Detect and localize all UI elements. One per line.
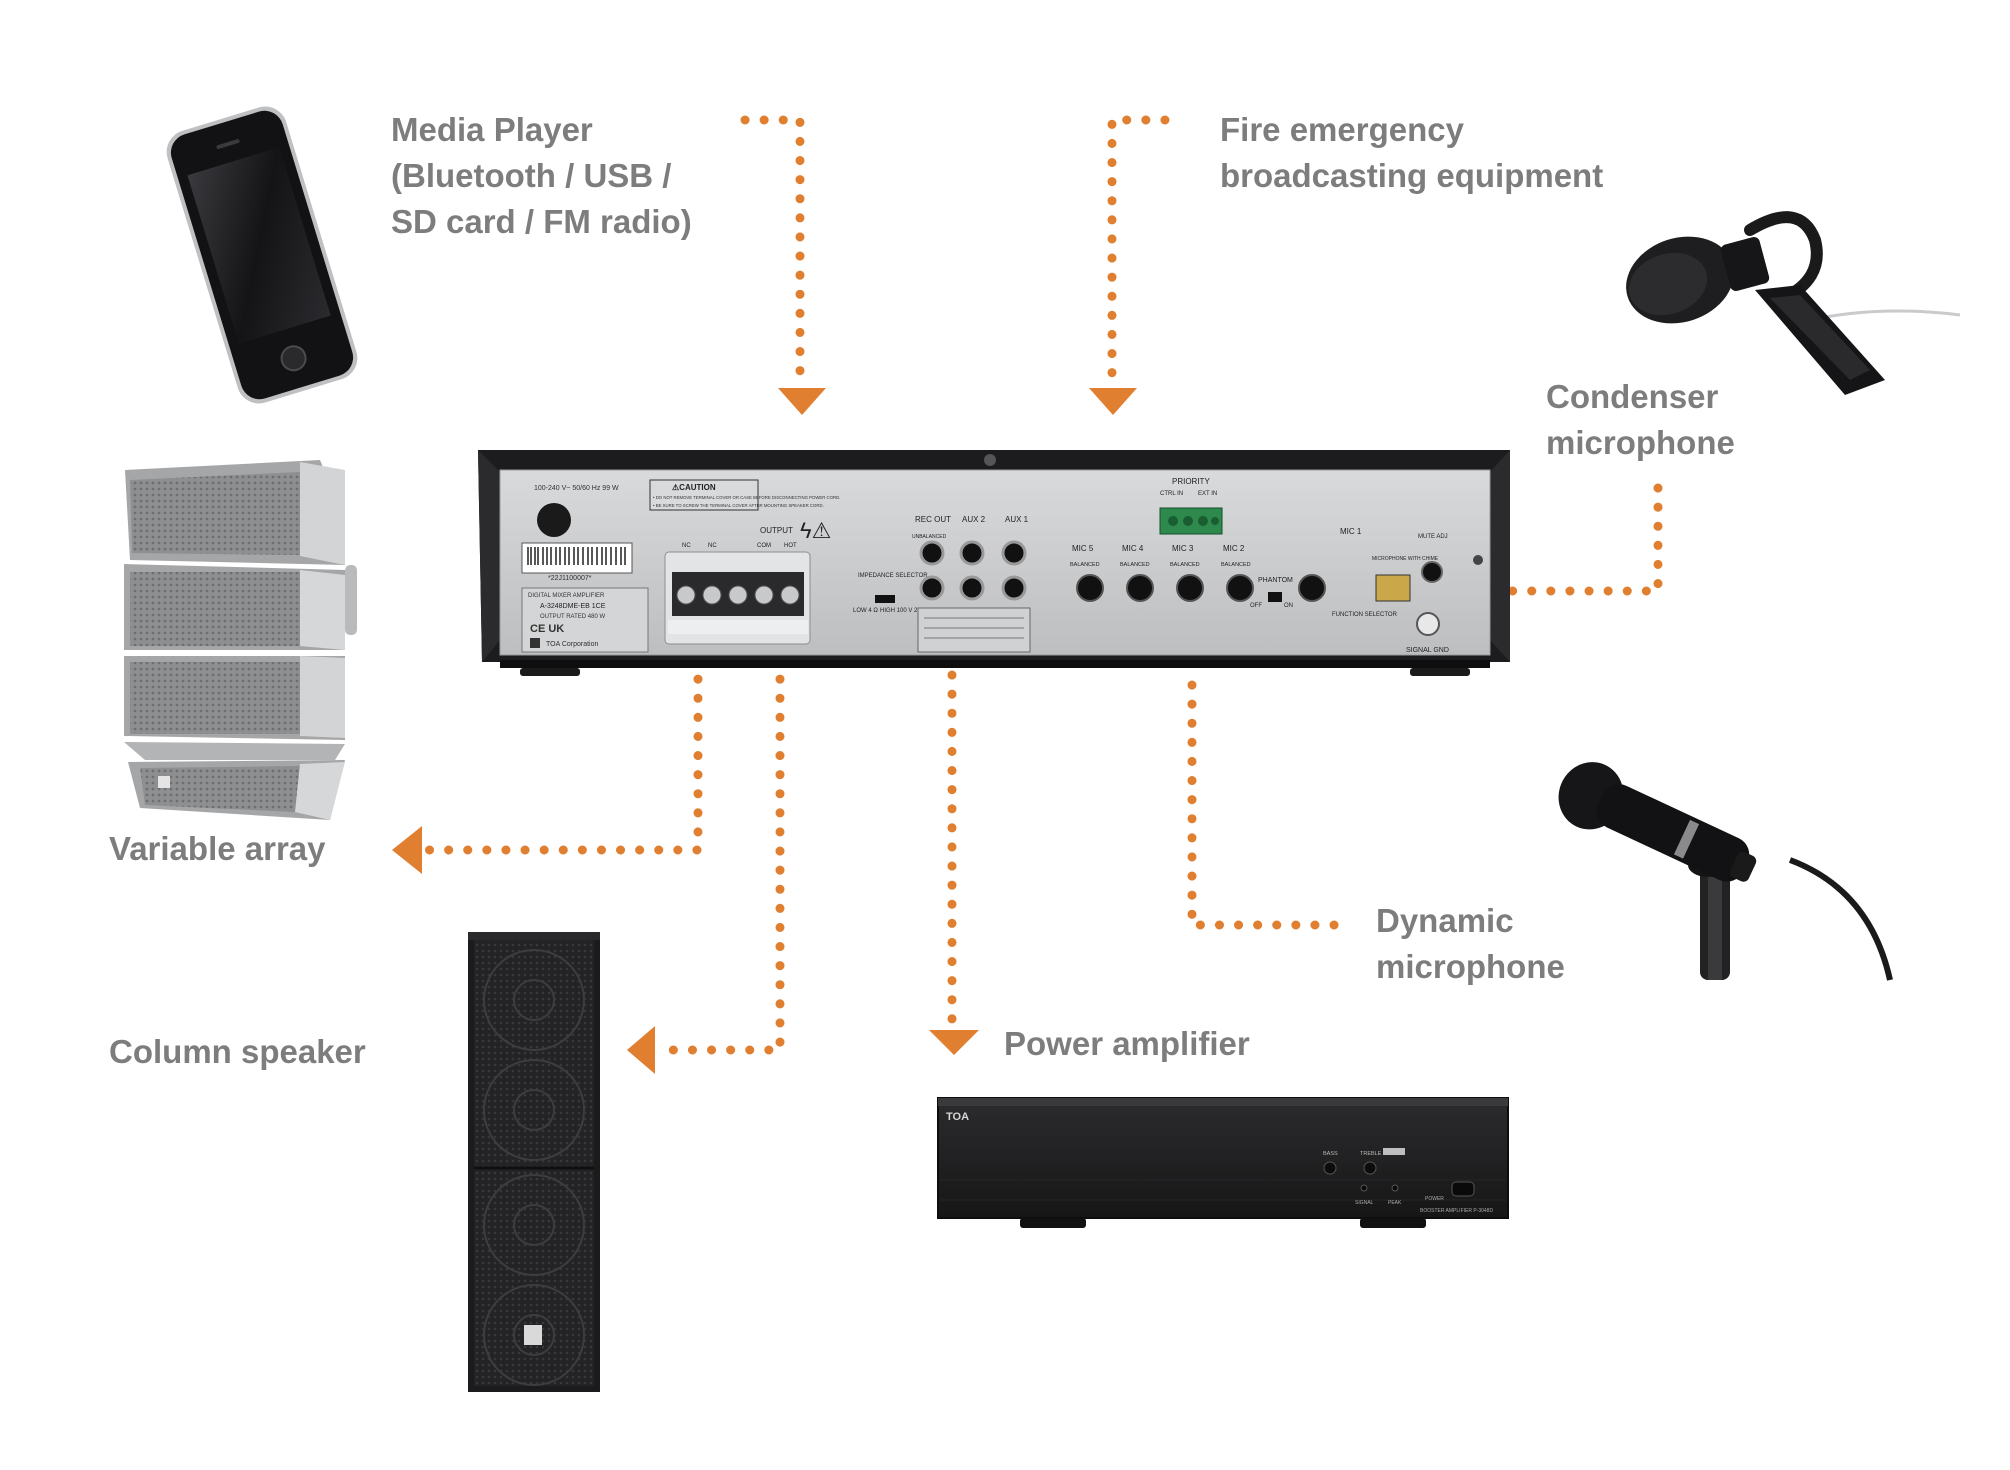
power-amp-signal-label: SIGNAL — [1355, 1200, 1374, 1206]
mixer-power-rating: 100-240 V~ 50/60 Hz 99 W — [534, 485, 619, 492]
dynamic-line-2: microphone — [1376, 948, 1565, 985]
variable-array-label: Variable array — [109, 826, 326, 872]
rca-jacks — [919, 540, 1027, 601]
function-selector-label: FUNCTION SELECTOR — [1332, 612, 1398, 618]
dynamic-microphone-icon — [1558, 762, 1893, 981]
media-player-connector — [740, 115, 805, 380]
mixer-output-rated: OUTPUT RATED 480 W — [540, 614, 605, 620]
impedance-low: LOW 4 Ω — [853, 608, 878, 614]
priority-label: PRIORITY — [1172, 477, 1210, 486]
mute-adj-label: MUTE ADJ — [1418, 534, 1448, 540]
variable-array-speaker-icon — [124, 460, 357, 820]
condenser-microphone-label: Condenser microphone — [1546, 374, 1735, 466]
power-amp-model: BOOSTER AMPLIFIER P-3048D — [1420, 1208, 1493, 1214]
power-amp-power-label: POWER — [1425, 1196, 1444, 1202]
mixer-model-type: DIGITAL MIXER AMPLIFIER — [528, 593, 605, 599]
column-speaker-label: Column speaker — [109, 1029, 366, 1075]
mic1-label: MIC 1 — [1340, 527, 1362, 536]
phantom-label: PHANTOM — [1258, 577, 1293, 584]
column-speaker-connector — [650, 655, 785, 1055]
column-speaker-line-1: Column speaker — [109, 1033, 366, 1070]
impedance-label: IMPEDANCE SELECTOR — [858, 573, 928, 579]
phantom-on: ON — [1284, 603, 1293, 609]
treble-knob — [1363, 1161, 1377, 1175]
power-amplifier-icon: TOA BASS TREBLE SIGNAL PEAK POWER BOOSTE… — [937, 1097, 1509, 1228]
connection-lines — [420, 115, 1663, 1055]
mixer-brand: TOA Corporation — [546, 641, 599, 648]
mic3-label: MIC 3 — [1172, 544, 1194, 553]
power-amplifier-line-1: Power amplifier — [1004, 1025, 1250, 1062]
balanced-label-3: BALANCED — [1170, 562, 1200, 568]
caution-line-2: • BE SURE TO SCREW THE TERMINAL COVER AF… — [653, 503, 824, 508]
signal-gnd-post — [1416, 612, 1440, 636]
barcode-number: *22J1100007* — [548, 575, 592, 582]
terminal-label-4: HOT — [784, 543, 797, 549]
condenser-microphone-icon — [1626, 211, 1961, 395]
terminal-label-2: NC — [708, 543, 717, 549]
ce-mark: CE UK — [530, 623, 564, 635]
mixer-model-name: A-3248DME-EB 1CE — [540, 603, 606, 610]
output-label: OUTPUT — [760, 526, 793, 535]
balanced-label-2: BALANCED — [1221, 562, 1251, 568]
mic-jacks — [1076, 574, 1326, 602]
smartphone-icon — [166, 106, 358, 404]
terminal-label-1: NC — [682, 543, 691, 549]
aux2-label: AUX 2 — [962, 515, 986, 524]
caution-title: ⚠CAUTION — [672, 483, 716, 492]
function-selector-switch — [1375, 574, 1411, 602]
phantom-off: OFF — [1250, 603, 1262, 609]
arrow-down-power-amp — [929, 1030, 979, 1055]
dynamic-line-1: Dynamic — [1376, 902, 1514, 939]
impedance-switch — [875, 595, 895, 603]
fire-emergency-connector — [1107, 115, 1170, 380]
variable-array-line-1: Variable array — [109, 830, 326, 867]
power-amp-bass-label: BASS — [1323, 1151, 1338, 1157]
balanced-label-5: BALANCED — [1070, 562, 1100, 568]
mic4-label: MIC 4 — [1122, 544, 1144, 553]
impedance-high: HIGH 100 V 21 Ω — [880, 608, 927, 614]
fire-emergency-label: Fire emergency broadcasting equipment — [1220, 107, 1603, 199]
caution-line-1: • DO NOT REMOVE TERMINAL COVER OR CASE B… — [653, 495, 840, 500]
media-player-line-1: Media Player — [391, 111, 593, 148]
media-player-line-2: (Bluetooth / USB / — [391, 157, 672, 194]
ext-in-label: EXT IN — [1198, 491, 1217, 497]
rec-out-label: REC OUT — [915, 515, 951, 524]
mic2-label: MIC 2 — [1223, 544, 1245, 553]
fire-emergency-line-2: broadcasting equipment — [1220, 157, 1604, 194]
condenser-line-1: Condenser — [1546, 378, 1719, 415]
condenser-mic-connector — [1370, 483, 1663, 596]
balanced-label-4: BALANCED — [1120, 562, 1150, 568]
fire-emergency-line-1: Fire emergency — [1220, 111, 1464, 148]
arrow-down-media — [778, 388, 826, 415]
mic-with-chime-label: MICROPHONE WITH CHIME — [1372, 556, 1439, 562]
power-amp-brand: TOA — [946, 1111, 969, 1123]
aux1-label: AUX 1 — [1005, 515, 1029, 524]
power-amplifier-label: Power amplifier — [1004, 1021, 1250, 1067]
dynamic-mic-connector — [1187, 680, 1353, 930]
bass-knob — [1323, 1161, 1337, 1175]
phantom-switch — [1268, 592, 1282, 602]
power-amp-peak-label: PEAK — [1388, 1200, 1402, 1206]
barcode — [527, 547, 626, 565]
arrow-down-fire — [1089, 388, 1137, 415]
power-amp-treble-label: TREBLE — [1360, 1151, 1382, 1157]
mixer-amplifier-icon: 100-240 V~ 50/60 Hz 99 W *22J1100007* DI… — [478, 450, 1510, 676]
column-speaker-icon — [468, 932, 600, 1392]
mute-adj-knob — [1421, 561, 1443, 583]
unbalanced-label: UNBALANCED — [912, 534, 947, 540]
variable-array-connector — [420, 655, 703, 855]
condenser-line-2: microphone — [1546, 424, 1735, 461]
media-player-line-3: SD card / FM radio) — [391, 203, 692, 240]
media-player-label: Media Player (Bluetooth / USB / SD card … — [391, 107, 692, 245]
power-amp-power-switch — [1451, 1181, 1475, 1197]
high-voltage-symbol: ϟ⚠ — [800, 518, 831, 543]
ctrl-in-label: CTRL IN — [1160, 491, 1183, 497]
terminal-label-3: COM — [757, 543, 771, 549]
mic5-label: MIC 5 — [1072, 544, 1094, 553]
dynamic-microphone-label: Dynamic microphone — [1376, 898, 1565, 990]
signal-gnd-label: SIGNAL GND — [1406, 647, 1449, 654]
arrow-left-column-speaker — [627, 1026, 655, 1074]
arrow-left-variable-array — [392, 826, 422, 874]
